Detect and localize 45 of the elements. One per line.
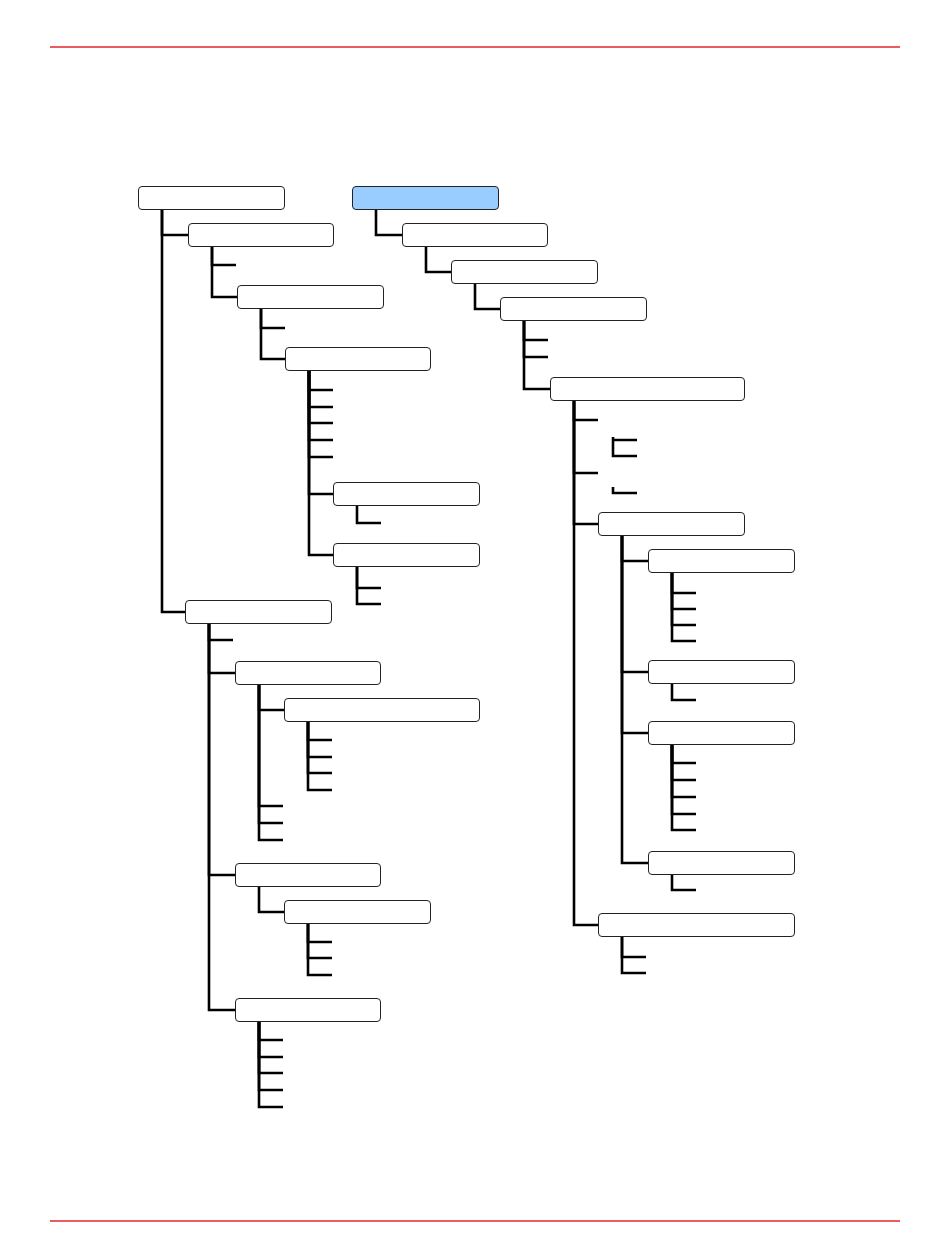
empty-box (500, 297, 647, 321)
empty-box (648, 660, 795, 684)
empty-box (648, 549, 795, 573)
empty-box (235, 863, 381, 887)
connector-line (306, 924, 332, 977)
empty-box (402, 223, 548, 247)
connector-line (620, 536, 648, 865)
empty-box (333, 482, 480, 506)
connector-line (374, 210, 402, 237)
connector-line (620, 937, 646, 975)
empty-box (237, 285, 384, 309)
connector-line (259, 309, 285, 361)
connector-line (355, 506, 381, 525)
connector-line (160, 210, 185, 614)
connector-line (257, 1022, 283, 1109)
connector-line (355, 567, 381, 606)
empty-box (648, 851, 795, 875)
empty-box (598, 913, 795, 937)
empty-box (285, 347, 431, 371)
connector-line (210, 247, 237, 299)
connector-line (572, 401, 598, 927)
connector-line (670, 684, 696, 702)
empty-box (235, 998, 381, 1022)
empty-box (333, 543, 480, 567)
empty-box (648, 721, 795, 745)
empty-box (284, 900, 431, 924)
empty-box (598, 512, 745, 536)
empty-box (235, 661, 381, 685)
empty-box (188, 223, 334, 247)
connector-line (522, 321, 550, 391)
empty-box (352, 186, 499, 210)
connector-line (670, 745, 696, 832)
empty-box (550, 377, 745, 401)
connector-line (473, 284, 500, 311)
connector-line (307, 371, 333, 557)
connector-line (207, 624, 235, 1012)
empty-box (185, 600, 332, 624)
connector-line (670, 875, 696, 892)
empty-box (284, 698, 480, 722)
empty-box (138, 186, 285, 210)
empty-box (451, 260, 598, 284)
connector-line (306, 722, 332, 792)
connector-line (257, 887, 284, 914)
connector-line (424, 247, 451, 274)
connector-line (670, 573, 696, 643)
